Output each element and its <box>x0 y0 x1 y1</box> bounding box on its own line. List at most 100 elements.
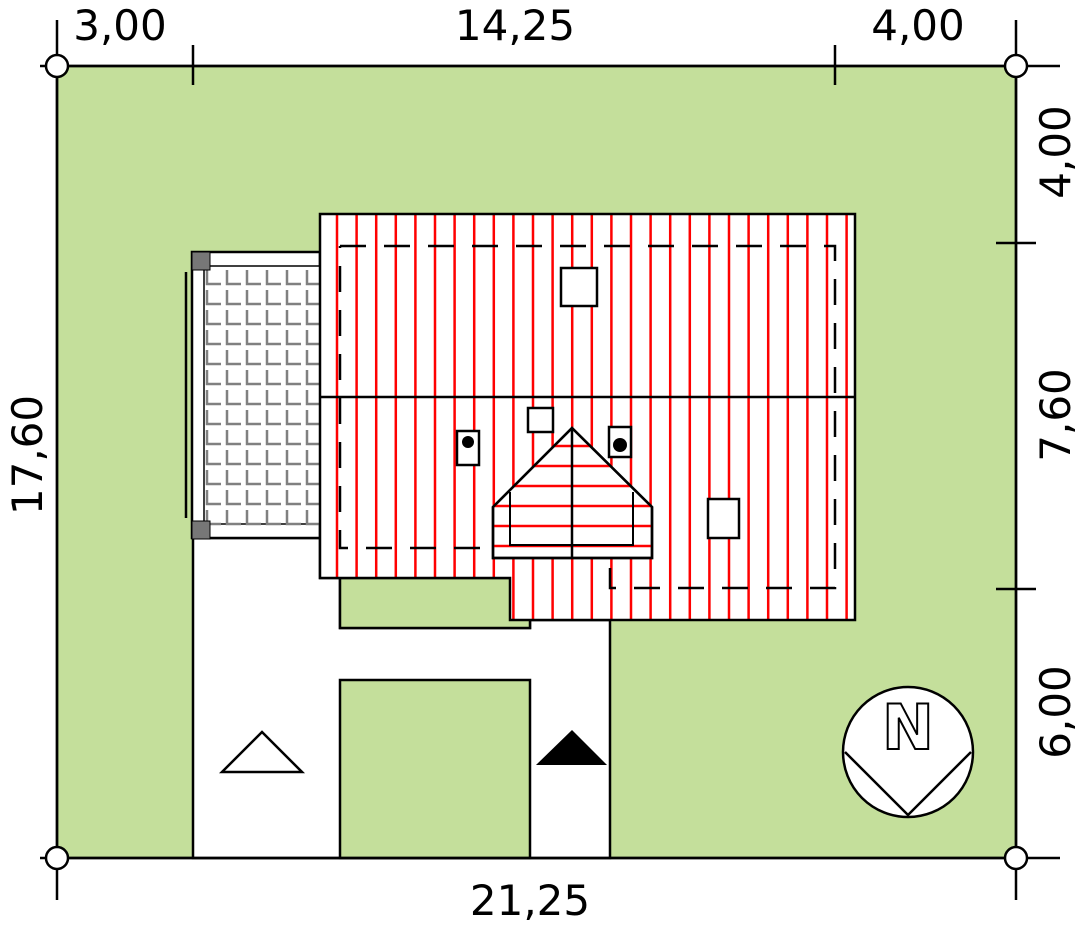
terrace-tile <box>245 270 261 286</box>
terrace-tile <box>245 310 261 326</box>
terrace-tile <box>205 410 221 426</box>
roof <box>318 212 857 622</box>
dim-top-right: 4,00 <box>871 1 965 50</box>
terrace-tile <box>285 310 301 326</box>
terrace-tile <box>245 330 261 346</box>
terrace-tile <box>225 490 241 506</box>
terrace-tile <box>225 510 241 526</box>
terrace-tile <box>265 370 281 386</box>
terrace-tile <box>305 330 321 346</box>
terrace-tile <box>285 330 301 346</box>
terrace-tile <box>205 350 221 366</box>
terrace-tile <box>225 450 241 466</box>
terrace-tile <box>225 350 241 366</box>
terrace-tile <box>305 270 321 286</box>
skylight <box>706 497 741 540</box>
dim-right-middle: 7,60 <box>1031 368 1076 462</box>
terrace-tile <box>245 490 261 506</box>
terrace-tile <box>265 430 281 446</box>
dormer <box>491 426 654 560</box>
terrace-tile <box>225 410 241 426</box>
terrace-tile <box>205 310 221 326</box>
dim-top-middle: 14,25 <box>455 1 575 50</box>
terrace-tile <box>305 390 321 406</box>
terrace-tile <box>285 450 301 466</box>
terrace-tile <box>225 370 241 386</box>
terrace-tile <box>265 450 281 466</box>
terrace-tile <box>305 310 321 326</box>
terrace-tile <box>205 430 221 446</box>
terrace-tile <box>305 350 321 366</box>
terrace-tile <box>305 470 321 486</box>
terrace-tile <box>245 510 261 526</box>
terrace-tile <box>305 290 321 306</box>
chimney <box>559 266 599 308</box>
terrace-tile <box>205 370 221 386</box>
terrace-tile <box>265 470 281 486</box>
dim-right-top: 4,00 <box>1031 105 1076 199</box>
terrace-tile <box>205 450 221 466</box>
terrace-tile <box>245 390 261 406</box>
terrace-tile <box>245 370 261 386</box>
terrace-tile <box>225 330 241 346</box>
terrace-tile <box>225 290 241 306</box>
front-planter <box>338 576 532 630</box>
dimension-lines <box>40 20 1060 900</box>
terrace-tile <box>265 330 281 346</box>
terrace-tile <box>245 450 261 466</box>
north-arrow-icon: N <box>841 685 975 819</box>
terrace <box>184 250 322 540</box>
terrace-tile <box>285 510 301 526</box>
terrace-tile <box>265 410 281 426</box>
terrace-tile <box>265 390 281 406</box>
terrace-tile <box>305 490 321 506</box>
terrace-tile <box>285 290 301 306</box>
terrace-tile <box>285 370 301 386</box>
terrace-tile <box>225 270 241 286</box>
lawn-patch <box>338 678 532 860</box>
terrace-tile <box>205 330 221 346</box>
terrace-tile <box>285 270 301 286</box>
terrace-tile <box>285 470 301 486</box>
terrace-tile <box>205 270 221 286</box>
terrace-tile <box>265 270 281 286</box>
terrace-tile <box>285 410 301 426</box>
terrace-tile <box>205 390 221 406</box>
dim-top-left: 3,00 <box>73 1 167 50</box>
terrace-tile <box>245 430 261 446</box>
terrace-tile <box>305 410 321 426</box>
terrace-tile <box>205 490 221 506</box>
dim-bottom: 21,25 <box>470 876 590 925</box>
terrace-tile <box>245 470 261 486</box>
vent-icon <box>462 436 474 448</box>
corner-markers <box>44 53 1029 871</box>
terrace-tile <box>265 290 281 306</box>
terrace-tile <box>285 490 301 506</box>
terrace-tile <box>245 290 261 306</box>
dim-right-bottom: 6,00 <box>1031 665 1076 759</box>
terrace-tile <box>225 310 241 326</box>
terrace-tile <box>245 410 261 426</box>
garage-entrance-marker-icon <box>536 730 607 765</box>
terrace-tile <box>285 390 301 406</box>
dim-left: 17,60 <box>3 395 52 515</box>
chimney <box>526 406 555 434</box>
vent-icon <box>613 438 627 452</box>
terrace-tile <box>305 430 321 446</box>
terrace-tile <box>225 470 241 486</box>
north-label: N <box>882 691 934 764</box>
terrace-tile <box>265 490 281 506</box>
terrace-tile <box>285 430 301 446</box>
terrace-tile <box>265 350 281 366</box>
terrace-tile <box>205 290 221 306</box>
terrace-tile <box>305 370 321 386</box>
terrace-tile <box>245 350 261 366</box>
terrace-tile <box>305 510 321 526</box>
terrace-tile <box>205 470 221 486</box>
terrace-tile <box>265 310 281 326</box>
terrace-tile <box>225 390 241 406</box>
wall-outline <box>338 244 837 590</box>
entrance-marker-icon <box>218 730 306 774</box>
terrace-tile <box>285 350 301 366</box>
